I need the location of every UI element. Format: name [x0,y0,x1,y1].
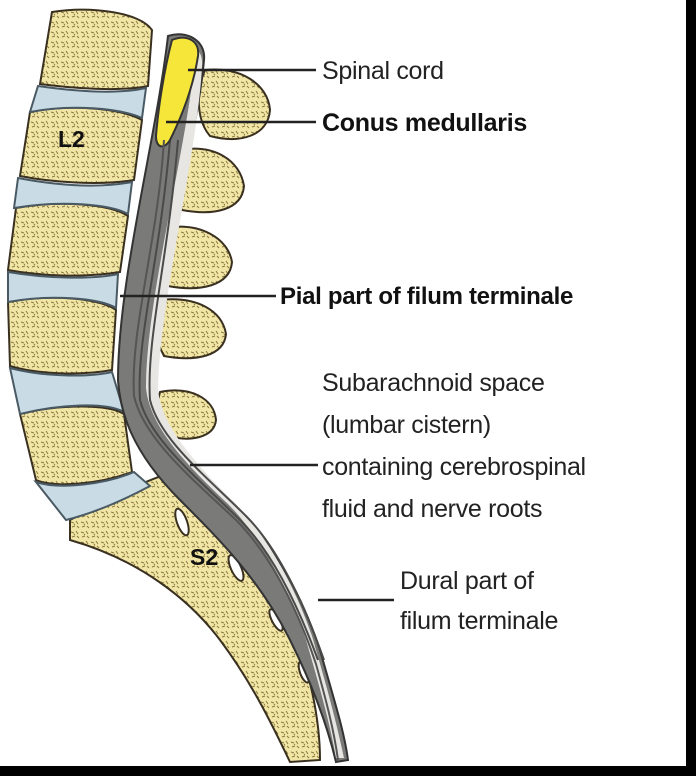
disc [28,84,148,120]
nerve-roots [138,139,325,661]
subarachnoid-space [146,45,344,758]
disc [7,270,120,310]
sacral-foramina [174,507,311,684]
spinous-processes [154,68,272,440]
vertebral-body [6,296,118,375]
spinous-process [197,68,272,140]
disc [12,176,134,216]
label-conus-medullaris: Conus medullaris [322,109,527,137]
vertebral-body [18,405,134,486]
vertebra-label-s2: S2 [190,544,219,570]
label-subarachnoid-line: Subarachnoid space [322,369,545,397]
leader-lines [120,68,394,602]
label-spinal-cord: Spinal cord [322,57,444,85]
vertebral-body [38,8,154,91]
diagram-canvas: L2 S2 Spinal cord Conus medullaris Pial … [0,0,686,766]
disc [8,366,126,416]
label-dural-filum-line: filum terminale [400,607,559,635]
disc [33,470,152,522]
label-dural-filum-line: Dural part of [400,567,534,595]
label-subarachnoid-line: (lumbar cistern) [322,411,491,439]
spinal-cord [154,36,200,148]
vertebra-label-l2: L2 [58,126,85,152]
vertebral-body [6,202,130,277]
label-subarachnoid-line: fluid and nerve roots [322,495,543,523]
label-pial-filum: Pial part of filum terminale [280,283,573,310]
spinous-process [154,298,228,360]
intervertebral-discs [7,84,152,522]
spine-illustration [6,8,394,764]
label-subarachnoid-line: containing cerebrospinal [322,453,586,481]
filum-terminale [132,139,339,761]
